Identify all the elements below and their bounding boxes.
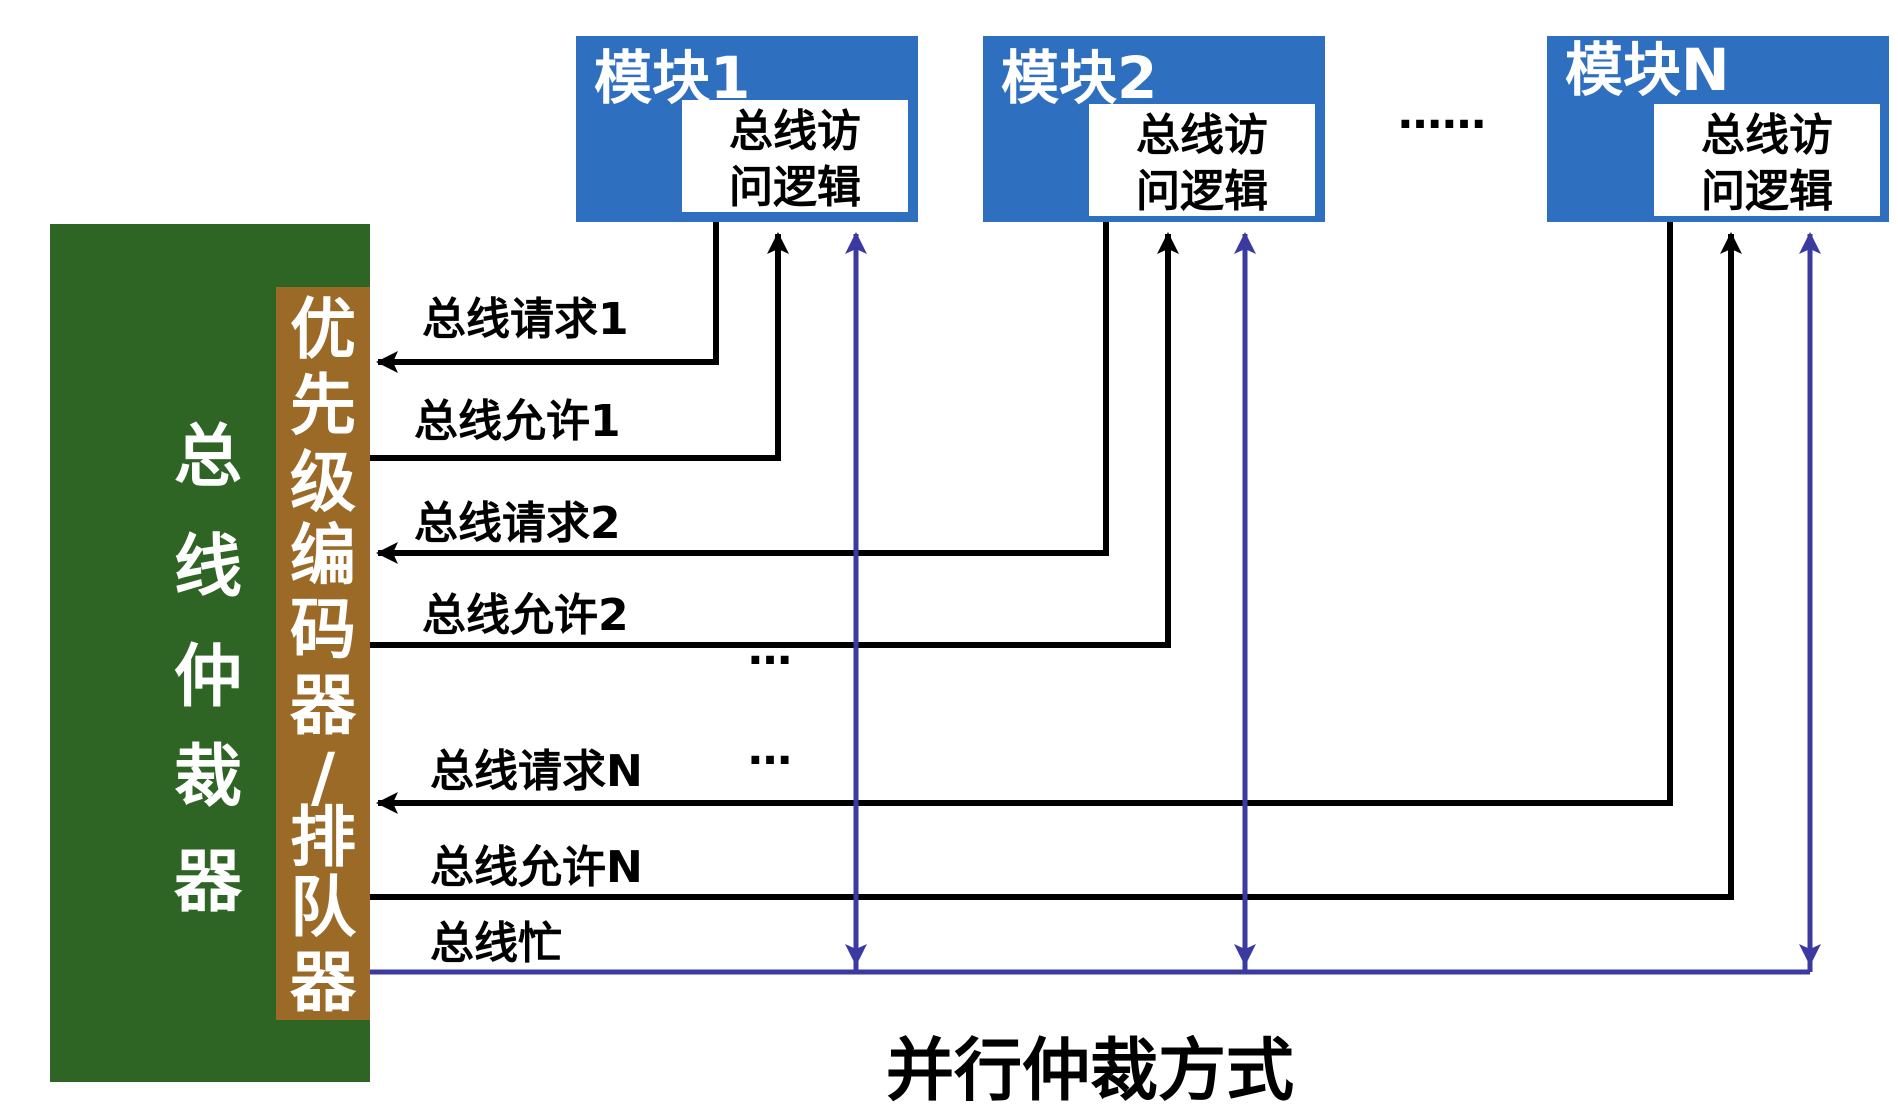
module-n: 模块N 总线访 问逻辑: [1547, 36, 1889, 222]
bus-access-logic-box: [1089, 104, 1315, 216]
bus-access-logic-line1: 总线访: [729, 106, 861, 157]
encoder-char: 器: [290, 944, 357, 1021]
bus-arbiter-title: 总 线 仲 裁 器: [174, 418, 243, 922]
label-bus-grant-n: 总线允许N: [430, 842, 643, 893]
module-2: 模块2 总线访 问逻辑: [983, 36, 1325, 222]
module-title: 模块2: [1001, 44, 1157, 112]
label-bus-busy: 总线忙: [430, 918, 562, 969]
arbiter-char: 总: [174, 418, 242, 497]
label-bus-request-1: 总线请求1: [422, 294, 629, 345]
ellipsis-dots: …: [748, 624, 792, 675]
module-title: 模块N: [1565, 36, 1730, 104]
encoder-char: 编: [290, 517, 356, 594]
arbiter-char: 线: [174, 528, 242, 607]
bus-access-logic-box: [1654, 104, 1880, 216]
label-bus-grant-2: 总线允许2: [422, 590, 629, 641]
bus-access-logic-line1: 总线访: [1136, 110, 1268, 161]
ellipsis-dots: …: [748, 724, 792, 775]
priority-encoder-title: 优 先 级 编 码 器 / 排 队 器: [290, 291, 357, 1021]
encoder-char: 队: [290, 869, 357, 946]
bus-access-logic-line2: 问逻辑: [729, 162, 861, 213]
priority-encoder-block: [276, 287, 370, 1020]
bus-access-logic-line2: 问逻辑: [1136, 166, 1268, 217]
encoder-char: /: [311, 739, 336, 816]
bus-access-logic-box: [682, 100, 908, 212]
arbiter-char: 裁: [174, 738, 242, 817]
encoder-char: 码: [290, 591, 356, 668]
bus-access-logic-line2: 问逻辑: [1701, 166, 1833, 217]
encoder-char: 先: [290, 367, 356, 444]
bus-request-n-line: [376, 222, 1673, 814]
label-bus-grant-1: 总线允许1: [414, 396, 621, 447]
bus-request-1-line: [376, 222, 719, 373]
bus-grant-2-line: [370, 232, 1179, 648]
label-bus-request-2: 总线请求2: [414, 498, 621, 549]
bus-request-2-line: [376, 222, 1109, 564]
bus-access-logic-line1: 总线访: [1701, 110, 1833, 161]
arbiter-char: 仲: [174, 638, 242, 717]
encoder-char: 级: [290, 444, 356, 521]
bus-busy-lines: [370, 232, 1821, 975]
label-bus-request-n: 总线请求N: [430, 746, 643, 797]
encoder-char: 优: [290, 291, 356, 368]
module-1: 模块1 总线访 问逻辑: [576, 36, 918, 222]
encoder-char: 器: [290, 667, 357, 744]
encoder-char: 排: [290, 799, 356, 876]
arbiter-char: 器: [174, 843, 243, 922]
diagram-caption: 并行仲裁方式: [886, 1032, 1294, 1111]
signal-lines: [370, 222, 1742, 900]
bus-grant-n-line: [370, 232, 1742, 900]
bus-grant-1-line: [370, 232, 789, 461]
module-gap-dots: ……: [1398, 88, 1486, 139]
